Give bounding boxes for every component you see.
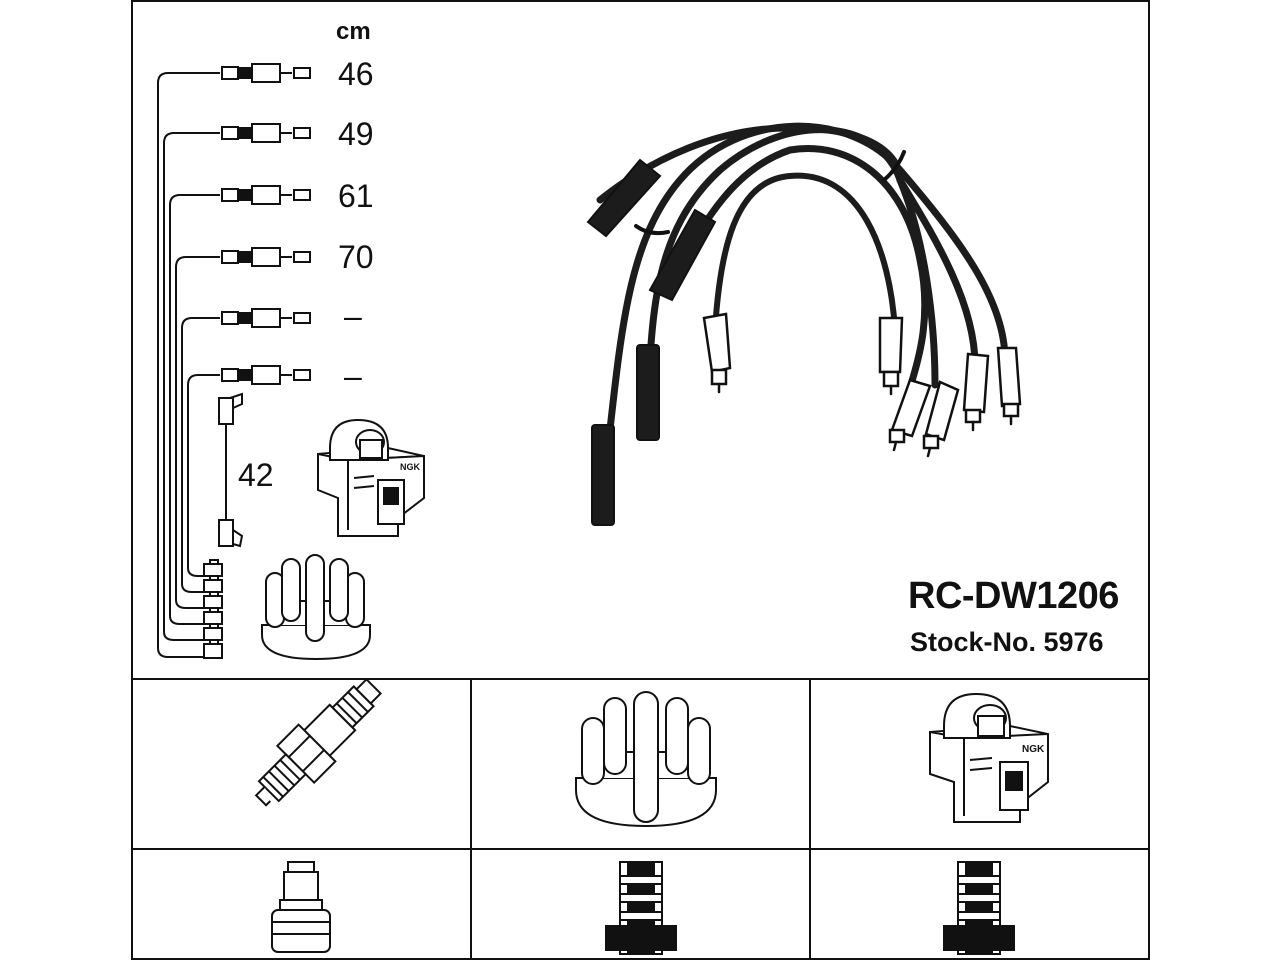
lead-length-3: 61 xyxy=(338,178,374,214)
product-code: RC-DW1206 xyxy=(908,575,1119,617)
stock-number: Stock-No. 5976 xyxy=(910,627,1104,657)
cable-set xyxy=(586,122,1022,526)
lead-length-4: 70 xyxy=(338,239,374,275)
cable-bodies xyxy=(596,122,1009,519)
plug-end-boots xyxy=(702,312,1022,458)
lead-bundle xyxy=(157,72,220,658)
terminal-connector xyxy=(221,63,311,83)
spark-plug-icon xyxy=(254,677,383,807)
ignition-coil-icon: NGK xyxy=(317,418,425,537)
lead-schematic xyxy=(157,63,311,659)
cap-connector-icon xyxy=(605,861,677,955)
lead-length-2: 49 xyxy=(338,116,374,152)
distributor-cap-icon xyxy=(261,554,371,661)
lead-end-terminals xyxy=(221,63,311,385)
cable-boots xyxy=(586,158,717,526)
cap-side-boots xyxy=(203,559,223,659)
frame xyxy=(131,0,1150,960)
coil-connector-icon xyxy=(943,861,1015,955)
plug-connector-icon xyxy=(271,861,331,953)
cable-clips xyxy=(634,150,906,236)
lead-length-5: – xyxy=(344,298,362,334)
unit-label: cm xyxy=(336,18,371,45)
coil-marking-label-large: NGK xyxy=(1022,744,1045,755)
lead-length-1: 46 xyxy=(338,56,374,92)
coil-marking-label: NGK xyxy=(400,462,421,472)
ignition-coil-large-icon: NGK xyxy=(929,692,1049,823)
distributor-cap-large-icon xyxy=(575,691,717,828)
coil-lead xyxy=(218,392,244,548)
lead-length-6: – xyxy=(344,358,362,394)
coil-lead-length: 42 xyxy=(238,457,274,493)
